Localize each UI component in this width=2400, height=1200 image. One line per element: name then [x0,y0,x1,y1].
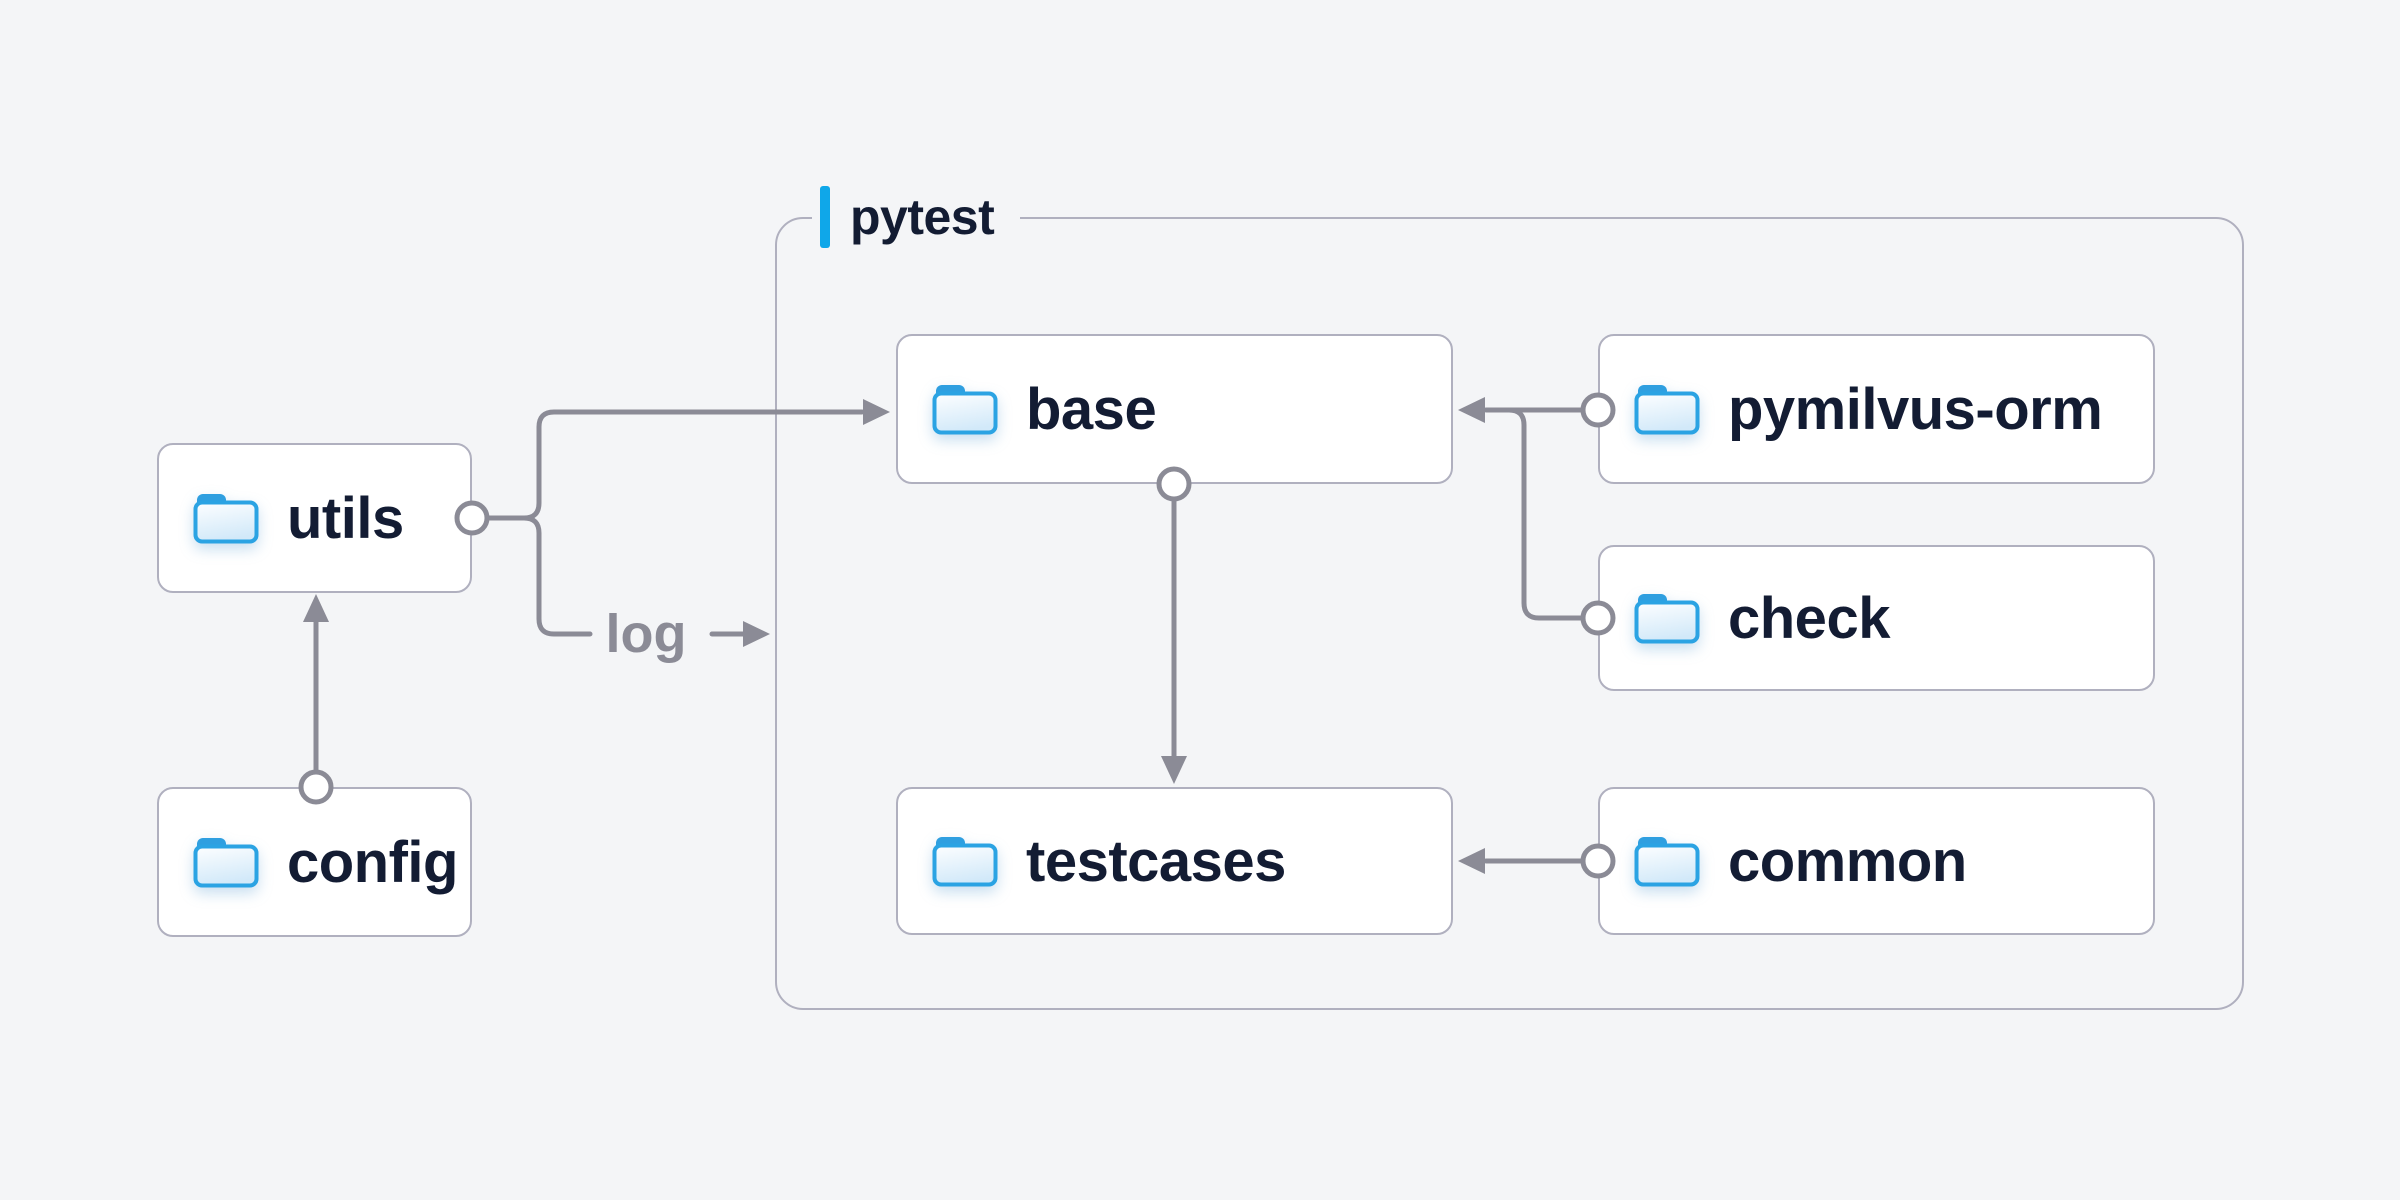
folder-icon [932,835,998,887]
edge-log-arrowhead [743,621,770,647]
node-utils-label: utils [287,485,404,551]
pytest-label: pytest [812,186,1021,248]
folder-icon [1634,835,1700,887]
folder-icon [1634,592,1700,644]
node-testcases: testcases [896,787,1453,935]
node-common: common [1598,787,2155,935]
log-edge-label: log [605,604,687,664]
folder-icon [193,492,259,544]
node-utils: utils [157,443,472,593]
node-testcases-label: testcases [1026,828,1286,894]
node-base-label: base [1026,376,1157,442]
node-pymilvus-orm-label: pymilvus-orm [1728,376,2103,442]
pytest-title: pytest [850,189,995,245]
node-check: check [1598,545,2155,691]
accent-bar [820,186,830,248]
node-base: base [896,334,1453,484]
folder-icon [193,836,259,888]
folder-icon [1634,383,1700,435]
edge-utils-log [521,515,593,637]
node-common-label: common [1728,828,1967,894]
node-config: config [157,787,472,937]
edge-config-utils-arrowhead [303,594,329,622]
node-check-label: check [1728,585,1890,651]
node-pymilvus-orm: pymilvus-orm [1598,334,2155,484]
pytest-container [775,217,2244,1010]
folder-icon [932,383,998,435]
node-config-label: config [287,829,458,895]
